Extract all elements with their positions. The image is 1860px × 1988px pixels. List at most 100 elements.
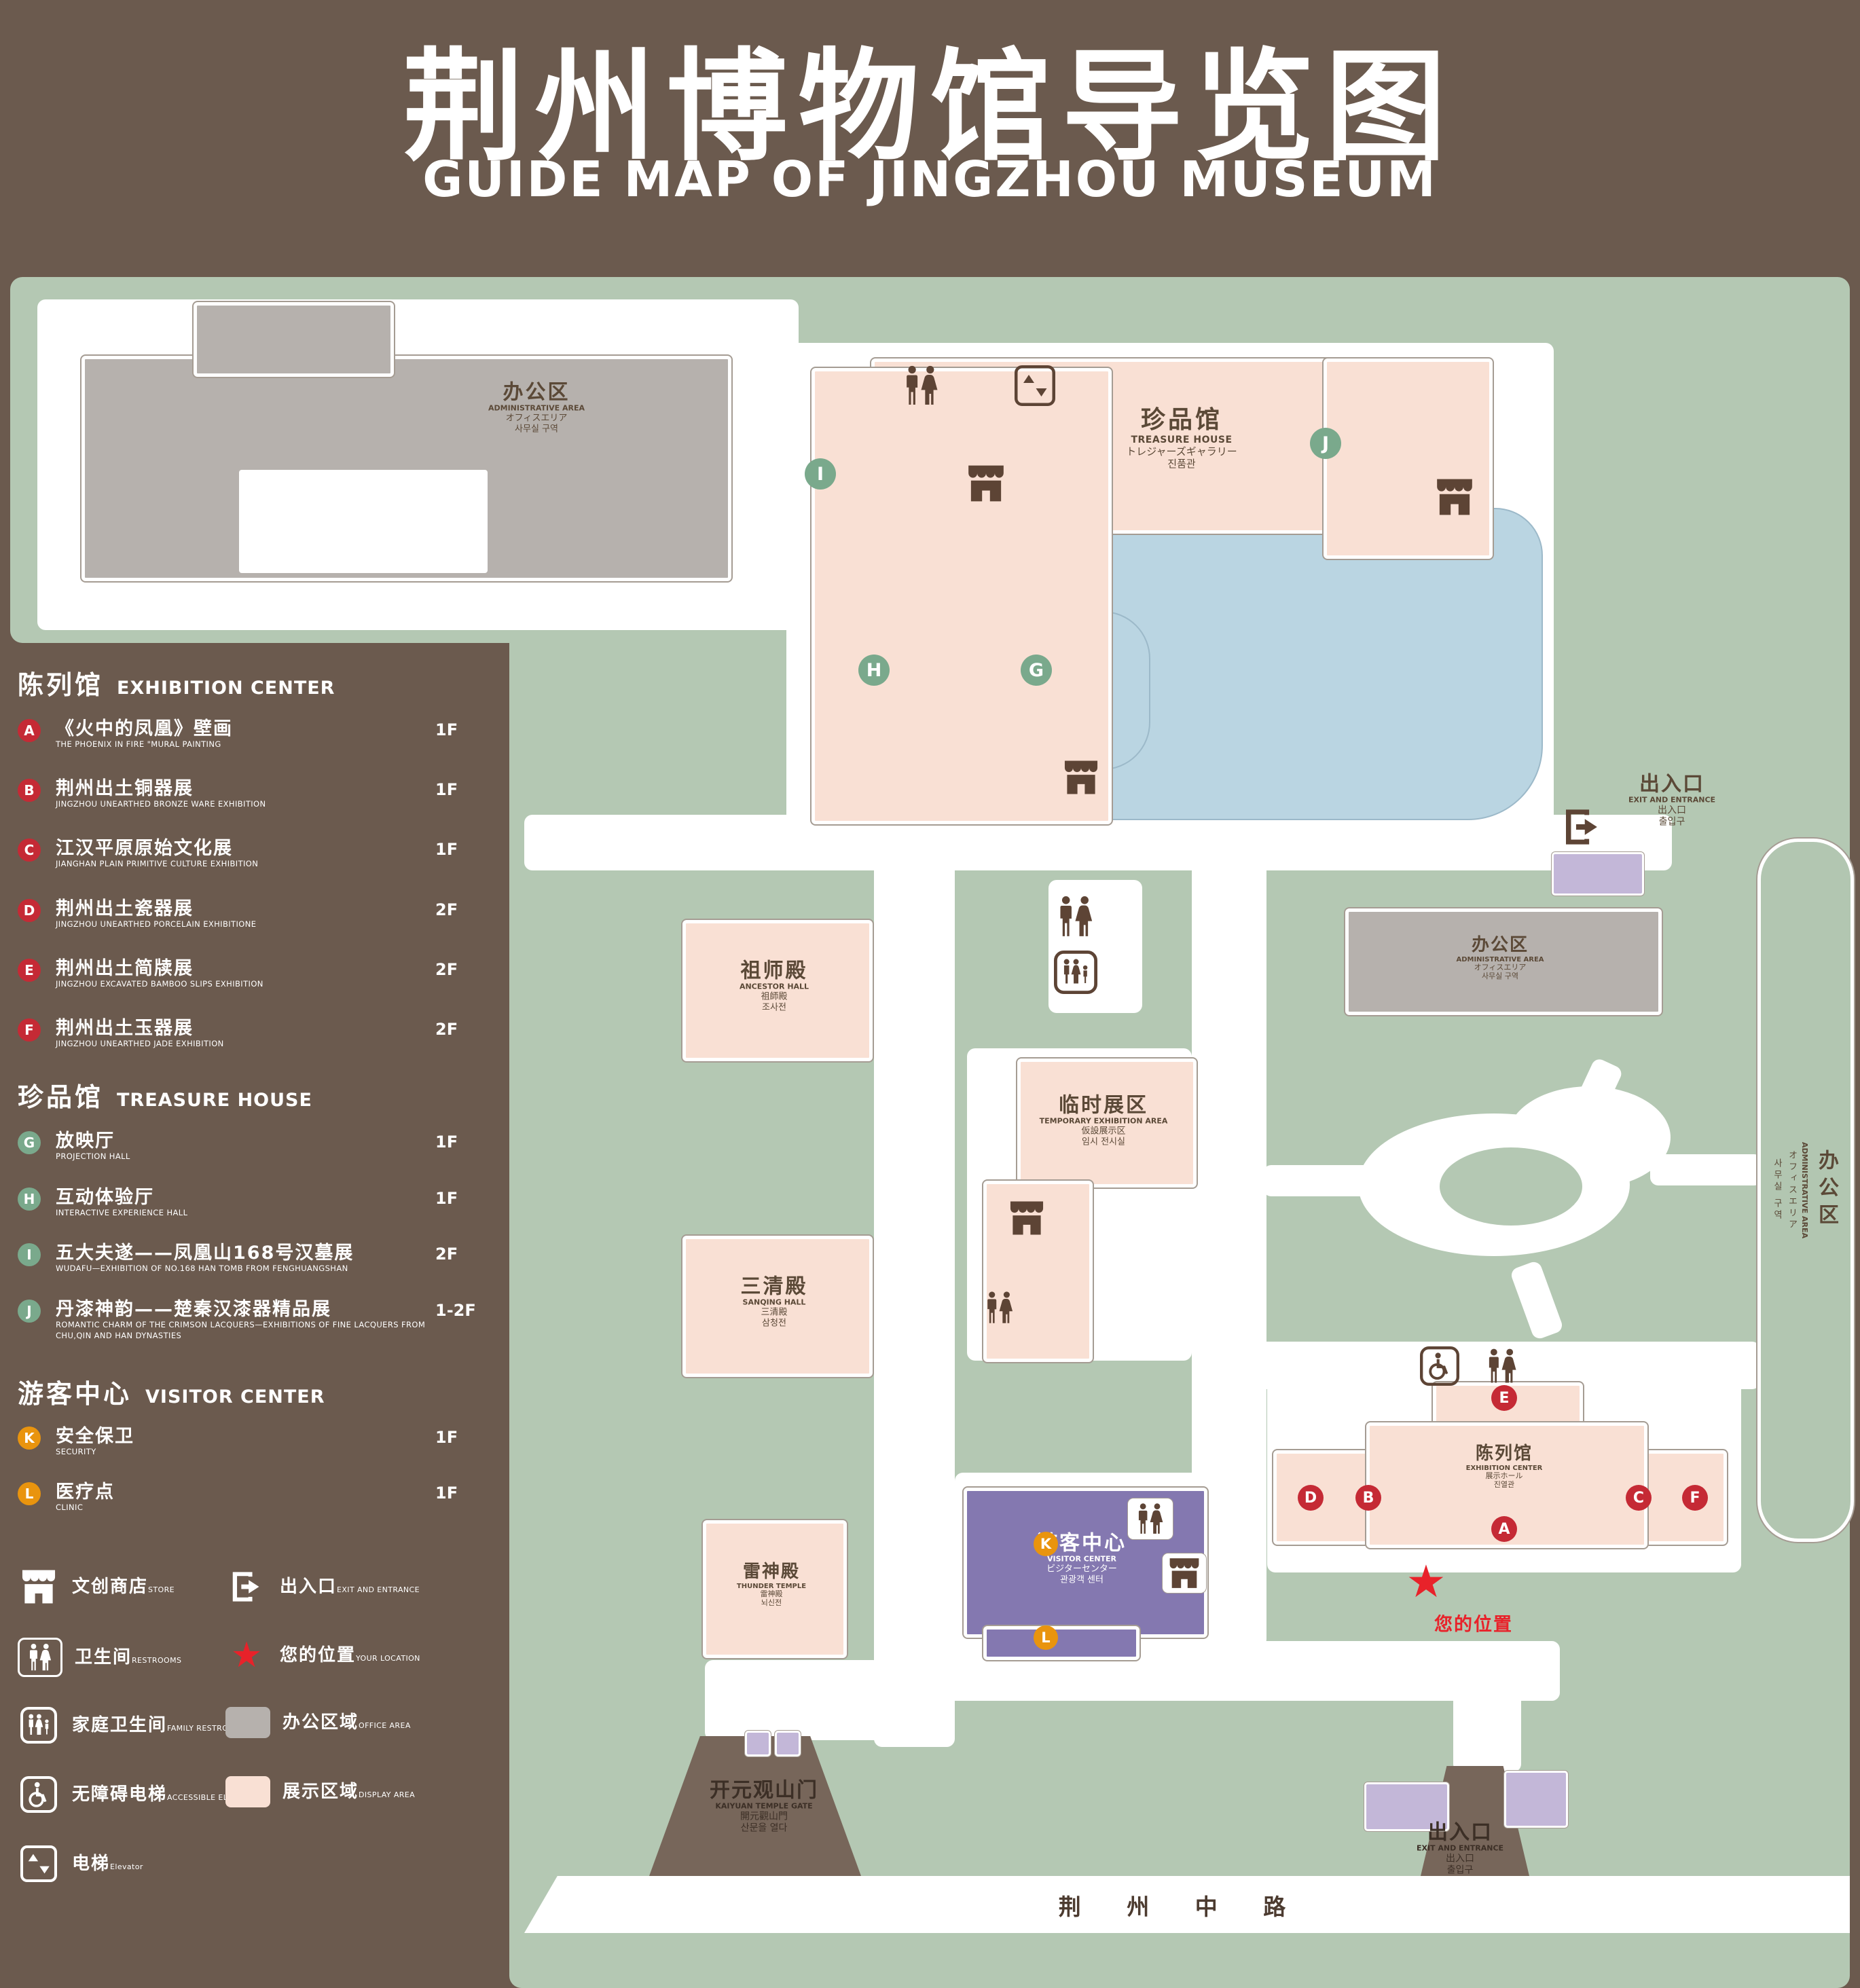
restroom-icon (896, 364, 947, 407)
legend-section-treasure-header: 珍品馆 TREASURE HOUSE (18, 1082, 312, 1112)
building-treasure-house (1324, 358, 1493, 559)
exit-ne-block (1552, 852, 1644, 896)
legend-item-l: L 医疗点 CLINIC 1F (18, 1481, 497, 1513)
page-title: 荆州博物馆导览图 (403, 37, 1457, 177)
building-thunder-temple (703, 1520, 847, 1658)
badge-f: F (18, 1018, 41, 1042)
family-restroom-icon (1054, 951, 1097, 994)
map-marker-j: J (1310, 428, 1341, 459)
road-name: 荆 州 中 路 (1058, 1894, 1305, 1920)
path-segment (874, 861, 955, 1747)
building-admin-mid (1345, 908, 1662, 1015)
label-kaiyuan-gate: 开元观山门 KAIYUAN TEMPLE GATE 開元觀山門 산문을 열다 (710, 1778, 818, 1834)
badge-e: E (18, 959, 41, 982)
store-icon (18, 1568, 60, 1605)
map-marker-h: H (858, 655, 890, 686)
building-temporary-exhibition (1017, 1059, 1197, 1188)
exit-south-block (1364, 1782, 1449, 1831)
store-icon (1006, 1200, 1048, 1236)
map-marker-c: C (1626, 1485, 1652, 1511)
legend-symbol-accessible-elevator: 无障碍电梯ACCESSIBLE ELEVATOR (18, 1776, 259, 1813)
map-marker-i: I (805, 458, 836, 490)
badge-c: C (18, 839, 41, 862)
restroom-icon (18, 1638, 62, 1677)
badge-i: I (18, 1243, 41, 1266)
floor-label: 1F (435, 840, 458, 859)
building-visitor-center (983, 1626, 1139, 1660)
floor-label: 1F (435, 780, 458, 799)
floor-label: 2F (435, 900, 458, 919)
legend-item-e: E 荆州出土简牍展 JINGZHOU EXCAVATED BAMBOO SLIP… (18, 958, 497, 990)
label-admin-east: 办公区 ADMINISTRATIVE AREA オフィスエリア 사무실 구역 (1772, 1141, 1838, 1238)
garden-path (1263, 1165, 1419, 1196)
gate-block (745, 1731, 771, 1756)
building-admin-nw-notch (239, 470, 488, 573)
label-sanqing-hall: 三清殿 SANQING HALL 三清殿 삼청전 (740, 1274, 808, 1329)
legend-symbol-restrooms: 卫生间RESTROOMS (18, 1638, 181, 1677)
label-treasure-house: 珍品馆 TREASURE HOUSE トレジャーズギャラリー 진품관 (1126, 405, 1237, 470)
legend-item-g: G 放映厅 PROJECTION HALL 1F (18, 1130, 497, 1162)
legend-symbol-family-restrooms: 家庭卫生间FAMILY RESTROOMS (18, 1707, 247, 1744)
garden-island (1440, 1147, 1582, 1226)
road (524, 1876, 1850, 1933)
map-marker-g: G (1021, 655, 1052, 686)
store-icon (1060, 759, 1102, 796)
label-thunder-temple: 雷神殿 THUNDER TEMPLE 雷神殿 뇌신전 (736, 1561, 807, 1608)
exit-icon (1561, 805, 1604, 849)
path-segment (1453, 1663, 1521, 1772)
building-treasure-house (812, 368, 1112, 824)
elevator-icon (1015, 365, 1055, 406)
badge-l: L (18, 1482, 41, 1505)
label-exhibition-center: 陈列馆 EXHIBITION CENTER 展示ホール 진열관 (1465, 1443, 1543, 1490)
gate-block (775, 1731, 801, 1756)
badge-h: H (18, 1188, 41, 1211)
floor-label: 2F (435, 1245, 458, 1264)
store-icon (964, 464, 1008, 503)
badge-j: J (18, 1300, 41, 1323)
label-ancestor-hall: 祖师殿 ANCESTOR HALL 祖師殿 조사전 (739, 959, 809, 1013)
legend-item-j: J 丹漆神韵——楚秦汉漆器精品展 ROMANTIC CHARM OF THE C… (18, 1299, 497, 1341)
floor-label: 2F (435, 960, 458, 979)
exit-south-block (1504, 1771, 1568, 1828)
restroom-icon (1480, 1347, 1524, 1385)
location-star-icon (225, 1638, 268, 1673)
badge-d: D (18, 899, 41, 922)
legend-item-k: K 安全保卫 SECURITY 1F (18, 1426, 497, 1458)
map-marker-a: A (1491, 1516, 1517, 1542)
map-marker-f: F (1682, 1485, 1708, 1511)
floor-label: 1F (435, 1484, 458, 1503)
legend-section-visitor-header: 游客中心 VISITOR CENTER (18, 1379, 325, 1409)
label-admin-nw: 办公区 ADMINISTRATIVE AREA オフィスエリア 사무실 구역 (488, 380, 585, 435)
building-ancestor-hall (682, 920, 873, 1061)
map-marker-e: E (1491, 1385, 1517, 1411)
map-marker-k: K (1034, 1532, 1058, 1556)
building-exhibition-center (1366, 1422, 1647, 1548)
office-area-swatch (225, 1707, 270, 1738)
legend: 陈列馆 EXHIBITION CENTER A 《火中的凤凰》壁画 THE PH… (0, 0, 509, 1988)
floor-label: 1F (435, 720, 458, 739)
floor-label: 1F (435, 1133, 458, 1152)
legend-item-b: B 荆州出土铜器展 JINGZHOU UNEARTHED BRONZE WARE… (18, 778, 497, 810)
legend-symbol-your-location: 您的位置YOUR LOCATION (225, 1638, 420, 1673)
building-admin-east: 办公区 ADMINISTRATIVE AREA オフィスエリア 사무실 구역 (1757, 839, 1854, 1542)
legend-item-h: H 互动体验厅 INTERACTIVE EXPERIENCE HALL 1F (18, 1187, 497, 1219)
legend-section-exhibition-header: 陈列馆 EXHIBITION CENTER (18, 670, 335, 700)
accessible-elevator-icon (1420, 1346, 1459, 1386)
legend-symbol-elevator: 电梯Elevator (18, 1845, 143, 1882)
legend-item-a: A 《火中的凤凰》壁画 THE PHOENIX IN FIRE "MURAL P… (18, 718, 497, 750)
badge-g: G (18, 1131, 41, 1154)
legend-symbol-store: 文创商店STORE (18, 1568, 175, 1605)
family-restroom-icon (18, 1707, 60, 1744)
badge-b: B (18, 779, 41, 802)
accessible-elevator-icon (18, 1776, 60, 1813)
path-segment (705, 1660, 881, 1740)
building-admin-nw (194, 302, 394, 377)
your-location-label: 您的位置 (1434, 1614, 1513, 1636)
map-marker-l: L (1034, 1625, 1058, 1650)
label-admin-mid: 办公区 ADMINISTRATIVE AREA オフィスエリア 사무실 구역 (1456, 934, 1544, 981)
legend-item-f: F 荆州出土玉器展 JINGZHOU UNEARTHED JADE EXHIBI… (18, 1018, 497, 1050)
display-area-swatch (225, 1776, 270, 1807)
restroom-icon (1049, 894, 1102, 939)
